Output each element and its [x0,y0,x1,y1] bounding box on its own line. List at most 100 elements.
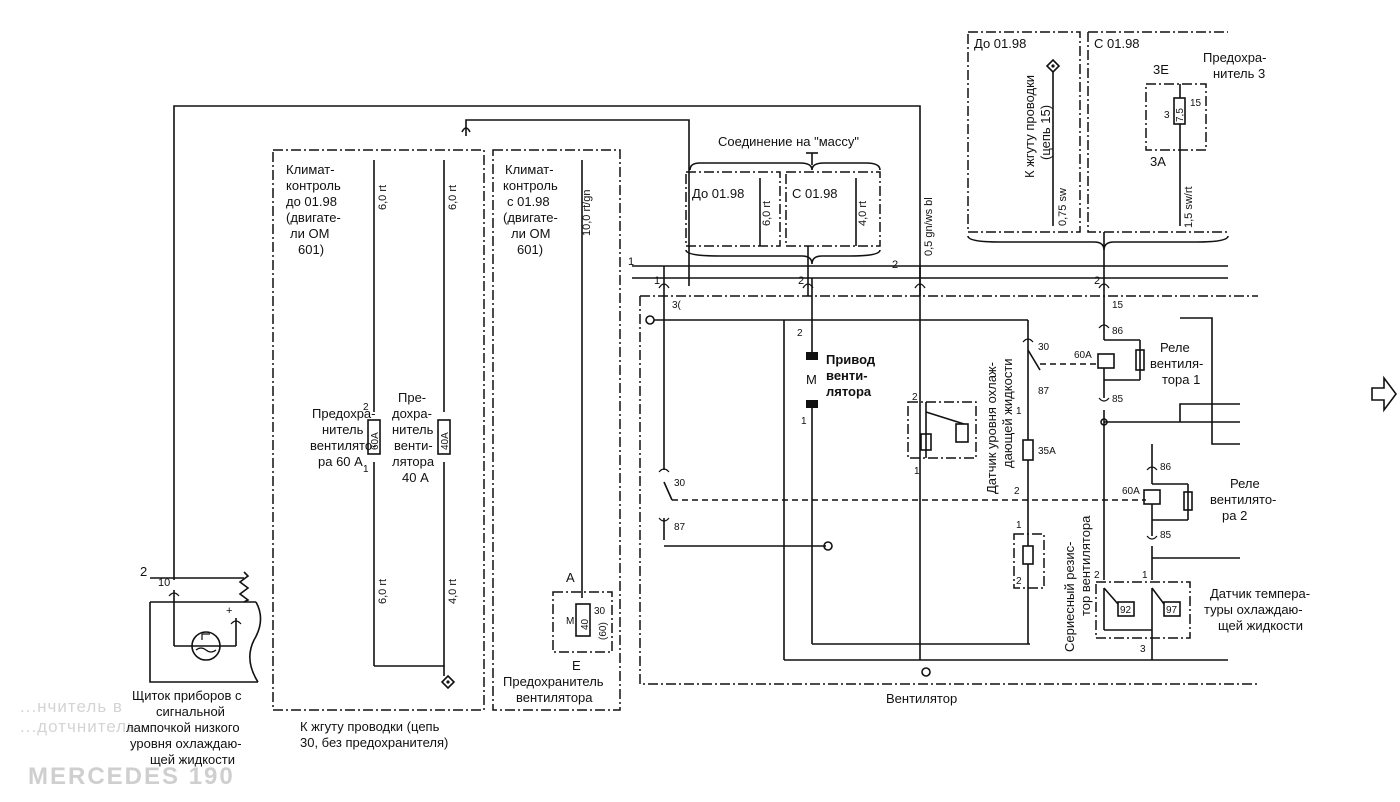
fuse40-label-6: 40 А [402,470,429,485]
left-pin-30: 30 [674,478,686,489]
motor-pin-1: 1 [801,416,807,427]
watermark-line-2: ...дотчнитель [20,717,137,736]
cluster-pin-2: 2 [140,564,147,579]
relay2-current: 60A [1122,486,1140,497]
relay1-current: 60A [1074,350,1092,361]
resistor-body [1022,545,1034,565]
new-fuse-bottom-label: E [572,658,581,673]
temp-switch-92 [1117,601,1135,617]
new-fuse-label-1: Предохранитель [503,674,604,689]
relay2-coil [1143,489,1161,505]
temp-pin-3: 3 [1140,644,1146,655]
wire-4-0-rt: 4,0 rt [447,579,459,604]
climate-old-title-5: ли ОМ [290,226,329,241]
relay1-label-1: Реле [1160,340,1190,355]
climate-new-title-6: 601) [517,242,543,257]
relay2-pin-86: 86 [1160,462,1172,473]
fuse40-label-1: Пре- [398,390,426,405]
fuse3-value: 7,5 [1175,108,1186,122]
bus-pin-1b: 1 [654,275,660,287]
fuse3-pin-right: 15 [1190,98,1202,109]
climate-new-title-4: (двигате- [503,210,558,225]
level-pin-1: 1 [914,466,920,477]
climate-old-title-3: до 01.98 [286,194,337,209]
new-fuse-top-label: A [566,570,575,585]
temp-pin-1: 1 [1142,570,1148,581]
pin-15: 15 [1112,300,1124,311]
fuse3-bottom-label: 3A [1150,154,1166,169]
cluster-label-2: сигнальной [156,704,225,719]
wire-0-5-gn-ws-bl: 0,5 gn/ws bl [923,197,935,256]
motor-symbol: M [806,372,817,387]
resistor-pin-2: 2 [1016,576,1022,587]
ground-before-label: До 01.98 [692,186,744,201]
level-sensor-label-2: дающей жидкости [1000,358,1015,468]
new-fuse-value: 40 [580,618,591,630]
fuse35-body [1022,439,1034,461]
left-pin-87: 87 [674,522,686,533]
climate-control-old-box: Климат- контроль до 01.98 (двигате- ли О… [272,149,485,711]
fuse60-label-1: Предохра- [312,406,375,421]
fuse40-value: 40A [440,432,451,450]
relay1-label-3: тора 1 [1162,372,1200,387]
fuse40-label-5: лятора [392,454,435,469]
right-arrow-icon [1371,375,1397,413]
relay1-coil [1097,353,1115,369]
variant-before-label: До 01.98 [974,36,1026,51]
cluster-pin-10: 10 [158,577,170,589]
wire-6-0-rt-b: 6,0 rt [447,185,459,210]
coolant-lamp-icon [191,631,221,661]
bottom-harness-label-1: К жгуту проводки (цепь [300,719,440,734]
fuse60-pin-top: 2 [363,402,369,413]
fuse60-label-4: ра 60 А [318,454,363,469]
climate-new-title-1: Климат- [505,162,554,177]
fan-section-box: Вентилятор 3( 15 30 87 2 M 1 Привод вент… [639,283,1397,706]
fuse3-label-1: Предохра- [1203,50,1266,65]
wire-0-75-sw: 0,75 sw [1057,188,1069,226]
climate-new-title-2: контроль [503,178,558,193]
bus-pin-2b: 2 [892,259,898,271]
level-pin-2: 2 [912,392,918,403]
relay2-label-3: ра 2 [1222,508,1247,523]
resistor-label-2: тор вентилятора [1078,515,1093,616]
fuse40-label-3: нитель [392,422,434,437]
motor-cap-bottom [806,400,818,408]
temp-label-1: Датчик темпера- [1210,586,1310,601]
climate-control-new-box: Климат- контроль с 01.98 (двигате- ли ОМ… [492,149,621,711]
fuse60-body [367,419,381,455]
temp-pin-2: 2 [1094,570,1100,581]
cluster-plus: + [226,605,232,617]
temp-92: 92 [1120,605,1132,616]
ground-variant-boxes: Соединение на "массу" До 01.98 С 01.98 6… [685,134,881,265]
motor-cap-top [806,352,818,360]
fan-section-label: Вентилятор [886,691,957,706]
ground-wire-4-0: 4,0 rt [857,201,869,226]
bleed-through-text: ...нчитель в ...дотчнитель MERCEDES 190 [20,697,233,790]
relay1-pin-86: 86 [1112,326,1124,337]
climate-old-title-2: контроль [286,178,341,193]
mid-pin-30: 30 [1038,342,1050,353]
cluster-label-3: лампочкой низкого [126,720,240,735]
temp-label-3: щей жидкости [1218,618,1303,633]
new-fuse-body [575,603,591,637]
top-wiring: 0,5 gn/ws bl 1 1 2 2 2 [173,105,1228,660]
new-fuse-value-alt: (60) [598,622,609,640]
motor-pin-2: 2 [797,328,803,339]
pin-3-short: 3( [672,300,682,311]
fuse60-pin-bottom: 1 [363,464,369,475]
bottom-harness-label-2: 30, без предохранителя) [300,735,448,750]
climate-old-title-6: 601) [298,242,324,257]
resistor-pin-1: 1 [1016,520,1022,531]
climate-old-title-4: (двигате- [286,210,341,225]
fuse40-body [437,419,451,455]
temp-switch-97 [1163,601,1181,617]
top-right-variant-boxes: До 01.98 С 01.98 К жгуту проводки (цепь … [967,31,1266,251]
relay2-pin-85: 85 [1160,530,1172,541]
relay2-label-2: вентилято- [1210,492,1276,507]
wire-6-0-rt-a: 6,0 rt [377,185,389,210]
fuse3-top-label: 3E [1153,62,1169,77]
wire-10-0-rt-gn: 10,0 rt/gn [581,190,593,236]
fuse60-label-2: нитель [322,422,364,437]
resistor-label-1: Сериесный резис- [1062,542,1077,652]
fuse35-pin-1: 1 [1016,406,1022,417]
